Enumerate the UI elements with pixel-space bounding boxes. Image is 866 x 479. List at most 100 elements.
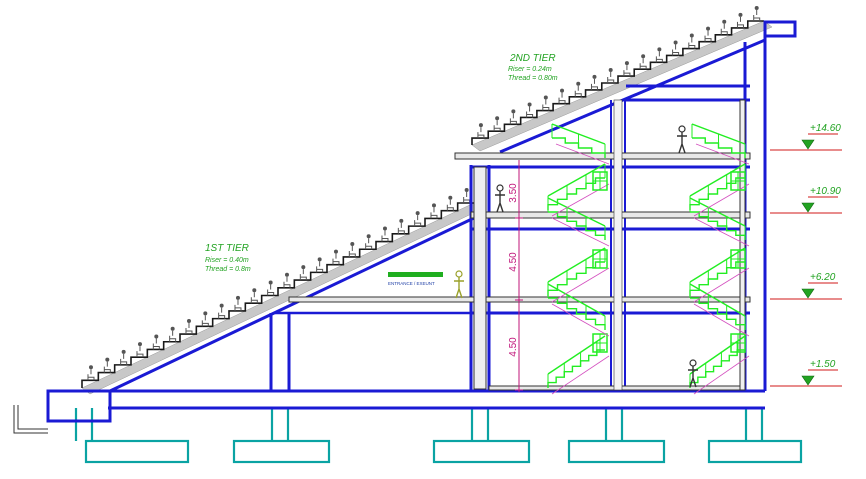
spectator-seat [430,207,438,219]
person-head [496,184,504,192]
level-triangle [801,202,815,213]
person-head [455,270,463,278]
stair-flight [690,211,746,240]
tier1-thread: Thread = 0.8m [205,266,251,273]
spectator-head [88,365,93,370]
stair-flight [547,177,605,210]
spectator-head [219,303,224,308]
spectator-head [268,280,273,285]
human-figures [454,125,698,388]
spectator-head [448,195,453,200]
spectator-head [284,272,289,277]
spectator-seat [348,245,356,257]
spectator-head [203,311,208,316]
spectator-seat [267,284,275,296]
stair-railing [689,247,746,283]
spectator-seat [250,292,258,304]
spectator-head [137,342,142,347]
stair-flight [548,297,606,330]
person-body [495,191,505,213]
spectator-seat [87,369,95,381]
spectator-seat [234,299,242,311]
first-tier-rake [81,188,483,395]
spectator-head [105,357,110,362]
spectator-seat [316,261,324,273]
spectator-head [495,116,500,121]
spectator-seat [463,192,471,203]
spectator-seat [103,361,111,373]
stair-flight [690,297,746,330]
staircases [547,123,750,395]
dimension-line [515,160,523,392]
person-body [688,366,698,388]
entrance-label: ENTRANCE / EXEUNT [388,281,435,286]
spectator-seat [736,16,744,28]
spectator-seat [477,127,485,139]
tier1-riser: Riser = 0.40m [205,257,249,264]
person-body [454,277,464,299]
level-markers: +14.60+10.90+6.20+1.50 [770,123,842,387]
spectator-seat [574,85,582,97]
spectator-head [154,334,159,339]
spectator-head [415,211,420,216]
spectator-seat [185,323,193,335]
spectator-head [382,226,387,231]
spectator-seat [397,222,405,234]
tier2-riser: Riser = 0.24m [508,66,552,73]
spectator-seat [446,199,454,211]
spectator-head [608,68,613,72]
tier2-title: 2ND TIER [509,53,556,64]
spectator-seat [509,113,517,125]
spectator-head [317,257,322,262]
spectator-seat [704,30,712,42]
spectator-head [399,218,404,223]
spectator-seat [201,315,209,327]
spectator-seat [365,238,373,250]
dimension-4-50-upper: 4.50 [508,252,519,272]
spectator-head [527,102,532,107]
level-label: +1.50 [810,359,836,370]
spectator-seat [623,65,631,77]
spectator-seat [493,120,501,132]
spectator-head [366,234,371,239]
spectator-seat [607,72,615,83]
spectator-head [641,54,646,59]
spectator-seat [381,230,389,242]
spectator-seat [218,307,226,319]
spectator-seat [299,269,307,281]
spectator-seat [283,276,291,288]
footing-5 [707,439,803,464]
spectator-seat [526,106,534,118]
stair-railing [689,335,746,375]
spectator-head [722,19,727,24]
spectator-seat [120,353,128,365]
stair-flight [689,349,745,388]
spectator-seat [720,23,728,35]
spectator-seat [152,338,160,350]
left-edge-detail [13,405,48,434]
spectator-head [350,241,355,246]
level-triangle [801,139,815,150]
spectator-head [170,326,175,331]
spectator-head [543,95,548,100]
stair-flight [547,349,605,388]
person-head [678,125,686,133]
dimension-4-50-lower: 4.50 [508,337,519,357]
spectator-head [624,61,629,66]
stair-soffit [551,355,610,395]
stair-flight [689,261,745,296]
stair-soffit [693,355,750,395]
entrance-bar [388,272,443,277]
level-label: +14.60 [810,123,841,134]
level-label: +10.90 [810,186,841,197]
spectator-head [431,203,436,208]
stair-soffit [555,143,610,165]
spectator-head [511,109,516,114]
spectator-head [657,47,662,52]
spectator-seat [169,330,177,342]
stair-railing [547,163,606,197]
spectator-head [301,265,306,270]
spectator-head [576,81,581,86]
spectator-head [121,349,126,354]
